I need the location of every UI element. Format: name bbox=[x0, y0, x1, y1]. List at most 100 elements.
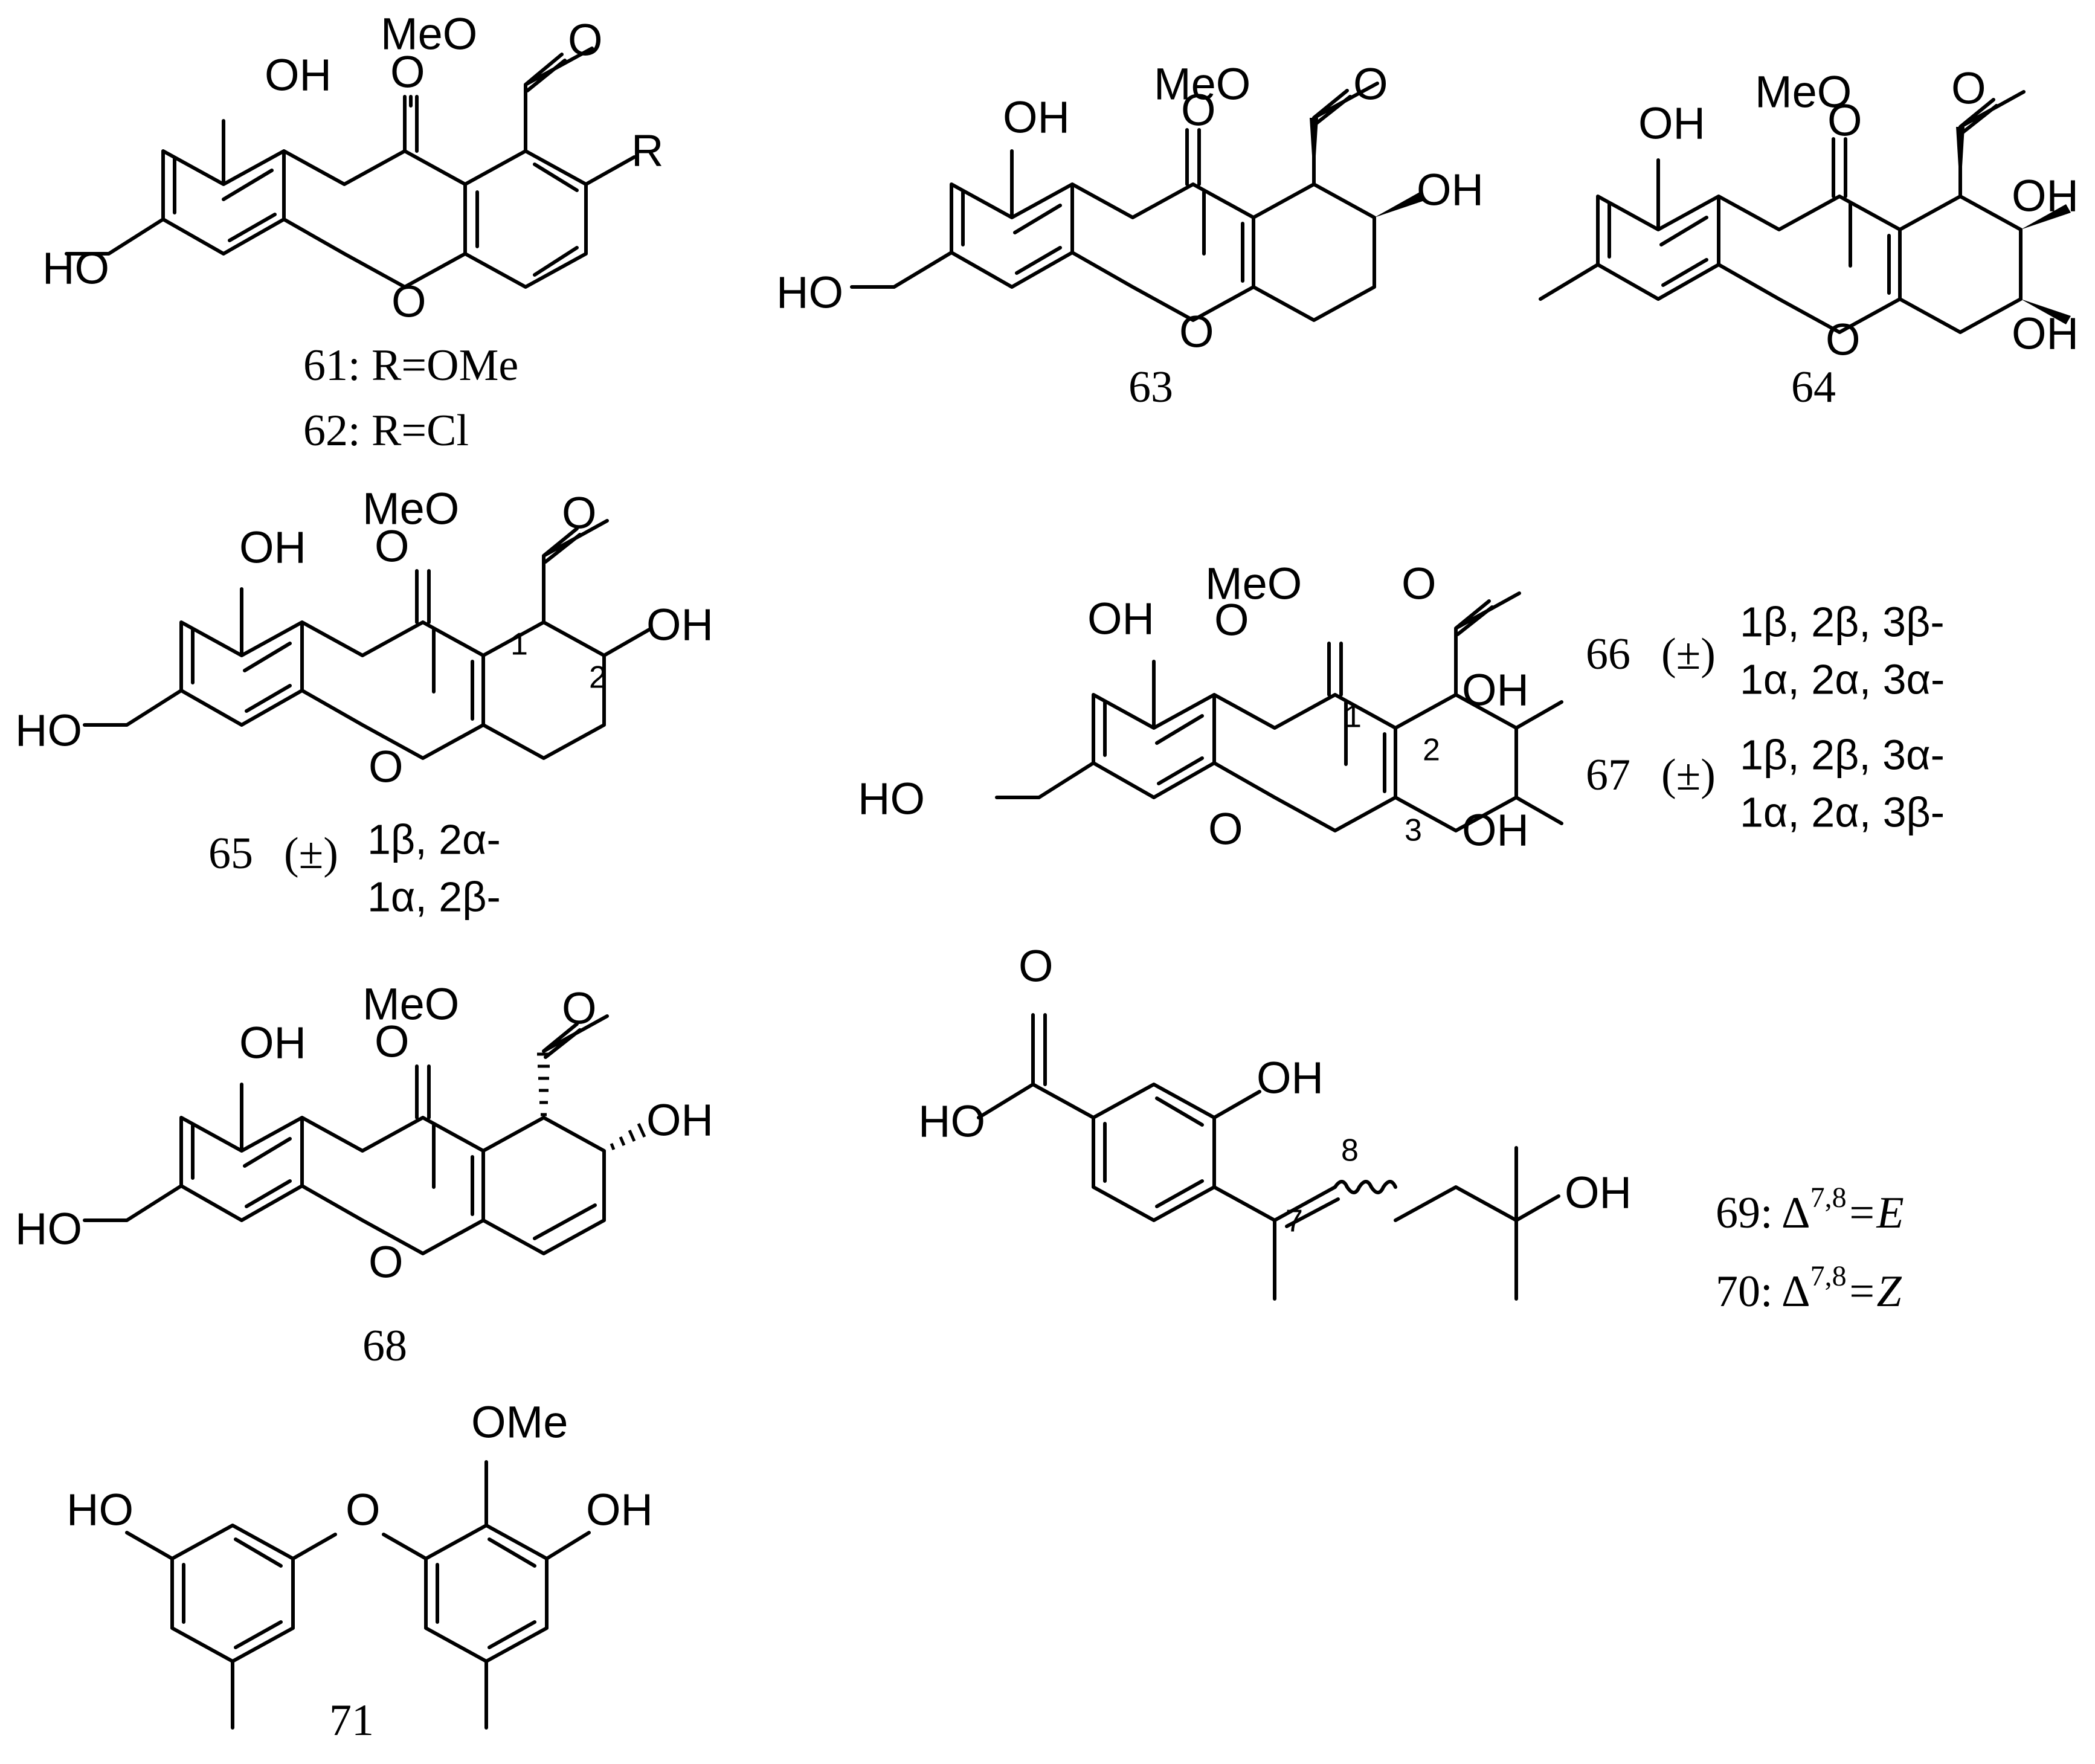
bonds-68 bbox=[83, 1014, 609, 1255]
label-70: 70: Δ7,8=Z bbox=[1716, 1260, 1902, 1316]
wedge-64b bbox=[2021, 204, 2071, 230]
atom-ho: HO bbox=[42, 243, 109, 294]
bonds-66-67 bbox=[995, 591, 1563, 832]
stereo-65a: 1β, 2α- bbox=[367, 816, 501, 863]
atom-oh: OH bbox=[586, 1485, 653, 1535]
compound-69-70: O HO OH OH 7 8 69: Δ7,8=E 70: Δ7,8=Z bbox=[918, 941, 1904, 1316]
atom-ester-o: O bbox=[568, 15, 603, 65]
label-69-superscript: 7,8 bbox=[1810, 1182, 1847, 1214]
atom-ho: HO bbox=[15, 1204, 82, 1254]
bonds-65 bbox=[83, 519, 651, 760]
bonds-64 bbox=[1539, 90, 2026, 334]
atom-oh3: OH bbox=[2012, 309, 2079, 359]
locant-2: 2 bbox=[589, 660, 607, 695]
label-64: 64 bbox=[1791, 362, 1836, 412]
atom-ho: HO bbox=[858, 774, 925, 824]
atom-ester-o: O bbox=[562, 488, 597, 538]
locant-1: 1 bbox=[1344, 700, 1362, 735]
atom-ketone-o: O bbox=[375, 1017, 410, 1067]
atom-ring-o: O bbox=[1208, 804, 1243, 854]
label-61: 61: R=OMe bbox=[303, 341, 518, 390]
label-70-superscript: 7,8 bbox=[1810, 1260, 1847, 1292]
label-68: 68 bbox=[362, 1321, 407, 1371]
bonds-69-70 bbox=[977, 1013, 1560, 1301]
racemic-67: (±) bbox=[1661, 750, 1716, 800]
atom-oh: OH bbox=[1638, 98, 1705, 149]
stereo-65b: 1α, 2β- bbox=[367, 873, 501, 920]
atom-meo: MeO bbox=[362, 979, 459, 1029]
atom-meo: MeO bbox=[1154, 59, 1250, 109]
atom-meo: MeO bbox=[362, 484, 459, 534]
atom-ring-o: O bbox=[368, 1237, 404, 1287]
compound-68: OH O MeO O OH HO O 68 bbox=[15, 979, 713, 1371]
racemic-65: (±) bbox=[284, 829, 338, 878]
atom-oh3: OH bbox=[1462, 805, 1529, 855]
atom-ring-o: O bbox=[1826, 315, 1861, 365]
locant-2: 2 bbox=[1423, 733, 1440, 768]
atom-ring-o: O bbox=[391, 277, 426, 327]
atom-oh: OH bbox=[1003, 92, 1070, 143]
atom-oh: OH bbox=[265, 50, 332, 100]
atom-ho: HO bbox=[776, 268, 843, 318]
atom-meo: MeO bbox=[1755, 67, 1852, 117]
atom-meo: MeO bbox=[381, 9, 477, 59]
label-69-suffix: =E bbox=[1847, 1188, 1904, 1238]
atom-oh: OH bbox=[1257, 1053, 1324, 1103]
bonds-61-62 bbox=[65, 47, 636, 289]
wedge-64a bbox=[1956, 127, 1965, 196]
atom-oh2: OH bbox=[1462, 665, 1529, 715]
bonds-71 bbox=[125, 1460, 591, 1730]
compound-66-67: OH O MeO O OH OH HO O 1 2 3 66 (±) 1β, 2… bbox=[858, 559, 1945, 855]
atom-oh2: OH bbox=[1417, 165, 1484, 215]
wedge-63a bbox=[1310, 118, 1318, 184]
locant-3: 3 bbox=[1405, 813, 1422, 848]
atom-oh2: OH bbox=[646, 1095, 713, 1145]
atom-r: R bbox=[631, 126, 663, 176]
atom-oh: OH bbox=[239, 523, 306, 573]
label-71: 71 bbox=[329, 1696, 374, 1745]
locant-7: 7 bbox=[1286, 1204, 1303, 1239]
atom-ho: HO bbox=[66, 1485, 134, 1535]
atom-ester-o: O bbox=[1353, 59, 1388, 109]
stereo-67b: 1α, 2α, 3β- bbox=[1740, 788, 1945, 835]
atom-ring-o: O bbox=[368, 742, 404, 792]
atom-oh2: OH bbox=[2012, 171, 2079, 221]
atom-ring-o: O bbox=[1179, 307, 1214, 357]
locant-8: 8 bbox=[1341, 1133, 1359, 1168]
atom-ketone-o: O bbox=[1181, 85, 1216, 135]
atom-ome: OMe bbox=[471, 1397, 568, 1447]
bonds-63 bbox=[850, 82, 1379, 322]
atom-ketone-o: O bbox=[1214, 595, 1249, 645]
label-67: 67 bbox=[1586, 750, 1630, 800]
stereo-66a: 1β, 2β, 3β- bbox=[1740, 598, 1945, 645]
label-69-prefix: 69: Δ bbox=[1716, 1188, 1810, 1238]
atom-ester-o: O bbox=[1951, 63, 1986, 114]
atom-oh2: OH bbox=[646, 600, 713, 650]
label-69: 69: Δ7,8=E bbox=[1716, 1182, 1904, 1238]
hash-bond-68a bbox=[537, 1052, 550, 1116]
atom-ester-o: O bbox=[1401, 559, 1437, 609]
racemic-66: (±) bbox=[1661, 629, 1716, 679]
label-70-prefix: 70: Δ bbox=[1716, 1267, 1810, 1316]
wedge-63b bbox=[1374, 192, 1424, 217]
atom-ester-o: O bbox=[562, 983, 597, 1034]
label-62: 62: R=Cl bbox=[303, 406, 469, 455]
label-70-suffix: =Z bbox=[1847, 1267, 1902, 1316]
compound-61-62: OH O MeO O R HO O 61: R=OMe 62: R=Cl bbox=[42, 9, 663, 455]
compound-64: OH O MeO O OH OH O 64 bbox=[1539, 63, 2079, 412]
stereo-66b: 1α, 2α, 3α- bbox=[1740, 655, 1945, 703]
compound-65: OH O MeO O OH HO O 1 2 65 (±) 1β, 2α- 1α… bbox=[15, 484, 713, 921]
atom-oh: OH bbox=[1087, 594, 1154, 644]
atom-ketone-o: O bbox=[390, 47, 425, 97]
label-63: 63 bbox=[1128, 362, 1173, 412]
hash-bond-68b bbox=[610, 1122, 646, 1150]
compound-71: OMe HO O OH 71 bbox=[66, 1397, 653, 1745]
atom-acid-ho: HO bbox=[918, 1096, 985, 1147]
atom-oh: OH bbox=[239, 1018, 306, 1068]
atom-ketone-o: O bbox=[1827, 95, 1862, 146]
atom-ho: HO bbox=[15, 706, 82, 756]
wavy-bond-69-70 bbox=[1333, 1180, 1397, 1194]
atom-ether-o: O bbox=[346, 1485, 381, 1535]
wedge-64c bbox=[2021, 299, 2071, 324]
